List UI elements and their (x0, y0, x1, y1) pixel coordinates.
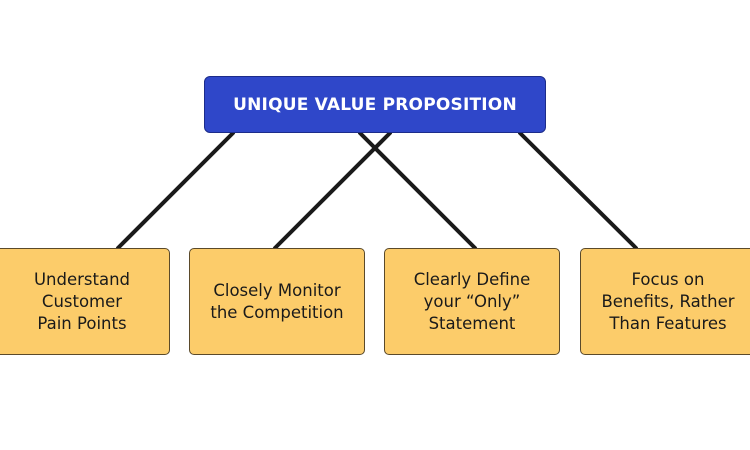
root-node-label: UNIQUE VALUE PROPOSITION (233, 94, 517, 115)
child-node-pain-points: Understand Customer Pain Points (0, 248, 170, 355)
connector-line-2 (273, 131, 392, 250)
child-node-label: Focus on Benefits, Rather Than Features (601, 269, 735, 333)
root-node: UNIQUE VALUE PROPOSITION (204, 76, 546, 133)
child-node-benefits: Focus on Benefits, Rather Than Features (580, 248, 750, 355)
connector-line-4 (518, 131, 638, 250)
child-node-competition: Closely Monitor the Competition (189, 248, 365, 355)
connector-line-3 (358, 131, 477, 250)
connector-line-1 (116, 131, 235, 250)
child-node-label: Understand Customer Pain Points (33, 269, 131, 333)
child-node-label: Closely Monitor the Competition (210, 280, 344, 322)
child-node-label: Clearly Define your “Only” Statement (413, 269, 531, 333)
child-node-only-statement: Clearly Define your “Only” Statement (384, 248, 560, 355)
